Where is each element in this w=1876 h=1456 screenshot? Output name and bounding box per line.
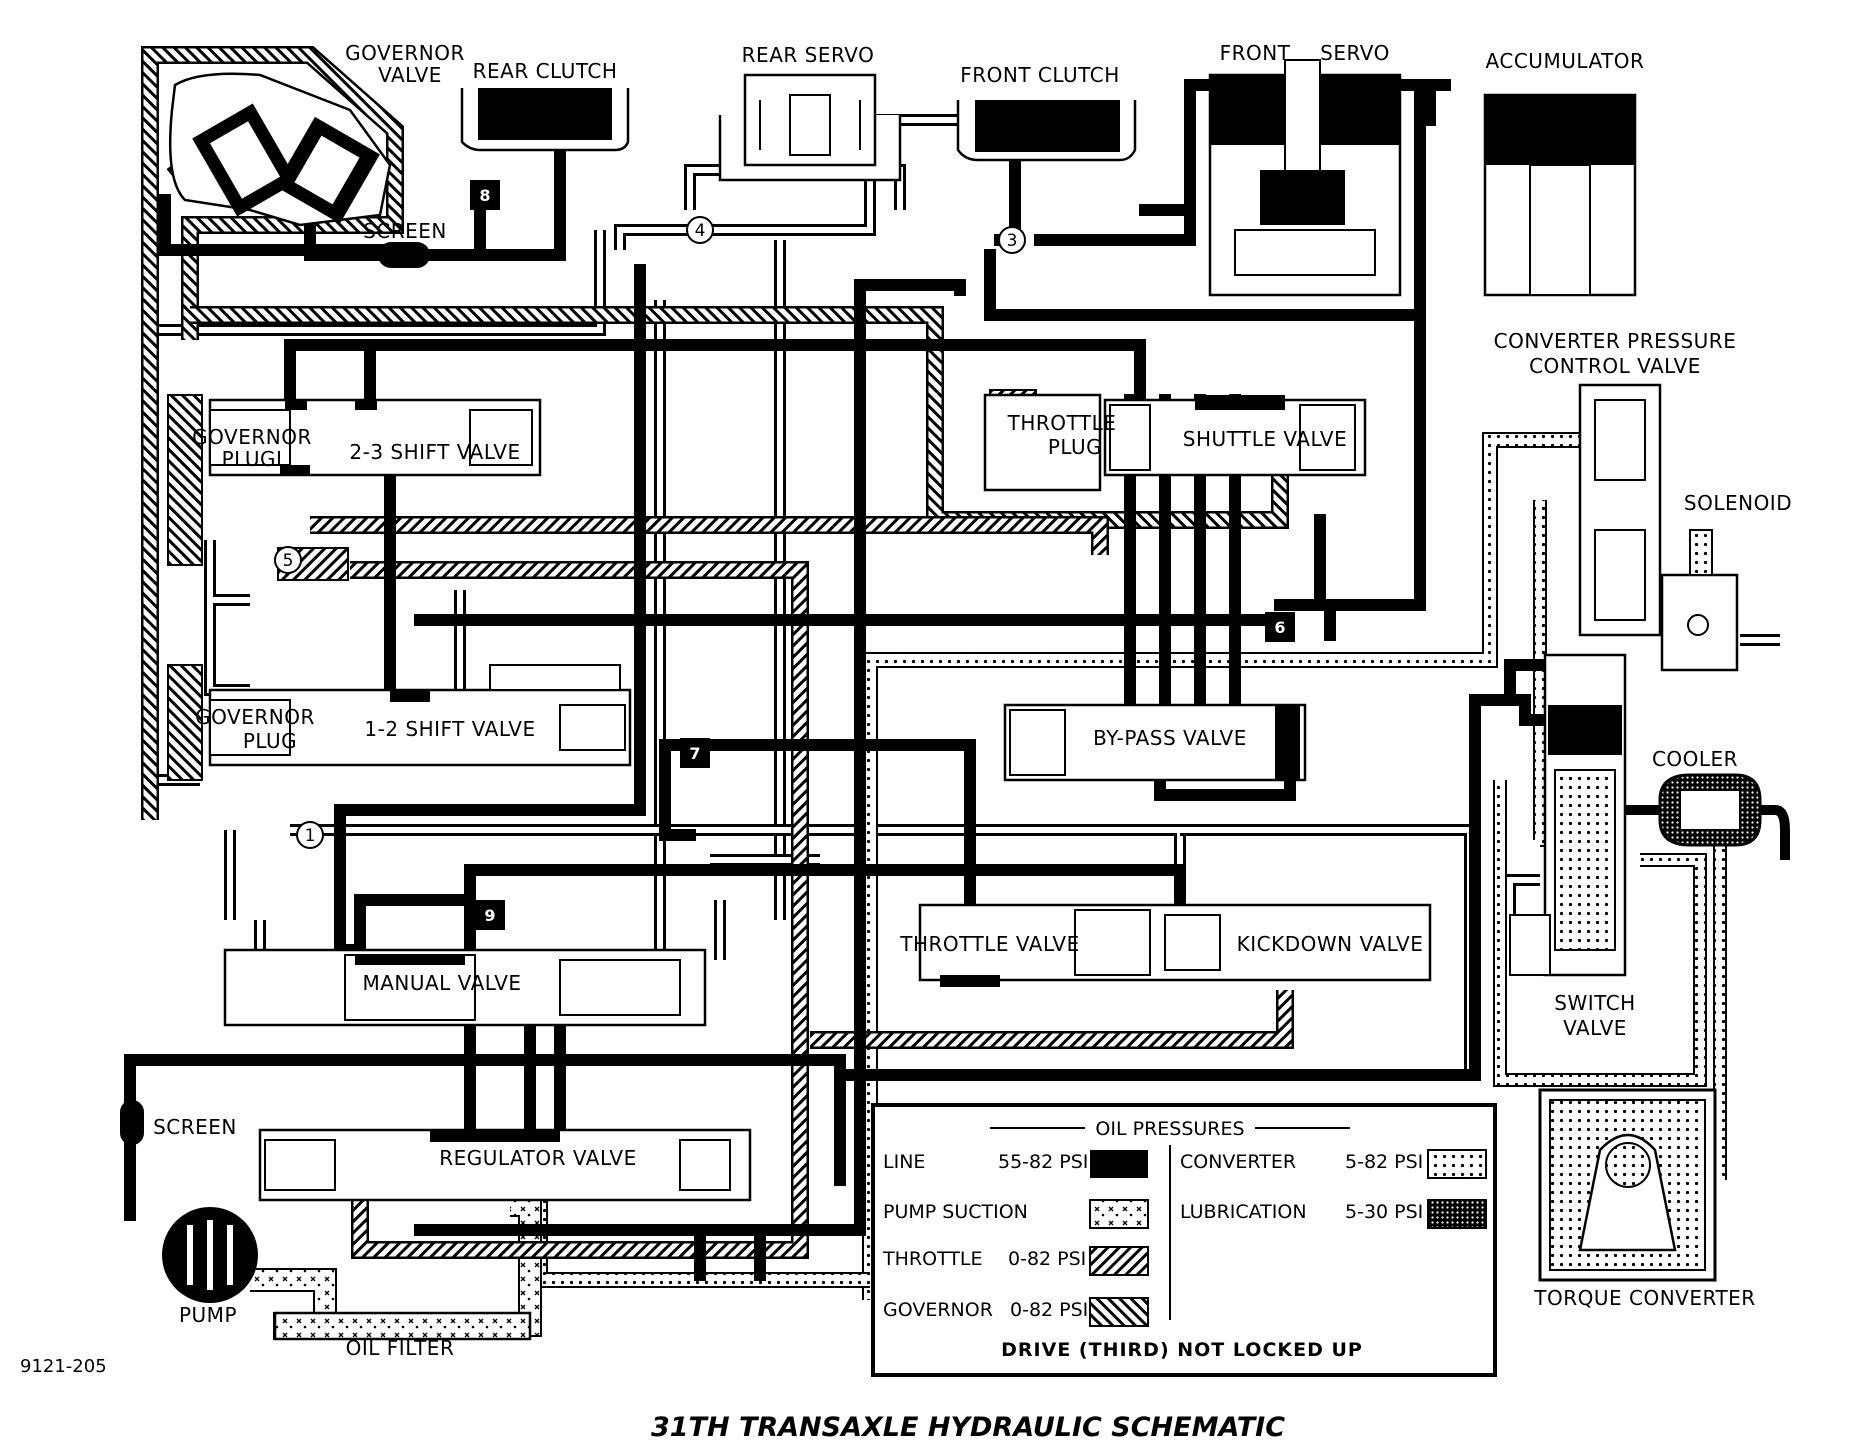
front-servo-label-1: FRONT [1220,41,1291,65]
front-clutch-label: FRONT CLUTCH [960,63,1119,87]
svg-text:0-82 PSI: 0-82 PSI [1010,1299,1088,1321]
shift-valve-2-3-label: 2-3 SHIFT VALVE [349,440,520,464]
bypass-valve-label: BY-PASS VALVE [1093,726,1247,750]
pump-label: PUMP [179,1303,237,1327]
rear-servo-label: REAR SERVO [742,43,875,67]
governor-valve-label-2: VALVE [378,63,442,87]
svg-text:55-82 PSI: 55-82 PSI [998,1151,1088,1173]
cpcv-label-2: CONTROL VALVE [1529,354,1701,378]
svg-text:3: 3 [1007,231,1018,251]
svg-text:LUBRICATION: LUBRICATION [1180,1201,1307,1223]
governor-plug-lower-label-1: GOVERNOR [195,705,315,729]
torque-converter-label: TORQUE CONVERTER [1533,1286,1755,1310]
svg-text:1: 1 [305,826,316,846]
check-ball-9: 9 [475,900,505,930]
svg-text:9: 9 [484,906,495,925]
accumulator-label: ACCUMULATOR [1486,49,1645,73]
solenoid-label: SOLENOID [1684,491,1792,515]
legend-item-lubrication: LUBRICATION 5-30 PSI [1180,1199,1487,1229]
svg-text:THROTTLE: THROTTLE [882,1248,983,1270]
cpcv-label-1: CONVERTER PRESSURE [1494,329,1737,353]
figure-code: 9121-205 [20,1356,107,1377]
throttle-plug-label-1: THROTTLE [1007,411,1117,435]
screen-top-label: SCREEN [363,219,447,243]
kickdown-valve-label: KICKDOWN VALVE [1237,932,1424,956]
throttle-valve-label: THROTTLE VALVE [899,932,1079,956]
svg-text:LINE: LINE [883,1151,925,1173]
legend: OIL PRESSURES LINE 55-82 PSI PUMP SUCTIO… [871,1103,1497,1377]
cooler-label: COOLER [1652,747,1738,771]
check-ball-8: 7 [680,738,710,768]
svg-text:0-82 PSI: 0-82 PSI [1008,1248,1086,1270]
legend-item-converter: CONVERTER 5-82 PSI [1180,1149,1487,1179]
check-ball-4: 4 [686,216,714,244]
mode-caption: DRIVE (THIRD) NOT LOCKED UP [1001,1339,1363,1361]
svg-text:PUMP SUCTION: PUMP SUCTION [883,1201,1028,1223]
governor-plug-lower-label-2: PLUG [243,729,297,753]
svg-text:CONVERTER: CONVERTER [1180,1151,1296,1173]
screen-bottom-label: SCREEN [153,1115,237,1139]
governor-valve-label-1: GOVERNOR [345,41,465,65]
governor-plug-upper-label-1: GOVERNOR [192,425,312,449]
manual-valve-label: MANUAL VALVE [362,971,521,995]
svg-text:8: 8 [479,186,490,205]
legend-item-governor: GOVERNOR 0-82 PSI [883,1297,1149,1327]
shuttle-valve-label: SHUTTLE VALVE [1183,427,1347,451]
legend-heading: OIL PRESSURES [1095,1118,1244,1140]
line-pressure-passages [124,79,1586,1281]
svg-text:7: 7 [689,744,700,763]
legend-item-throttle: THROTTLE 0-82 PSI [882,1246,1149,1276]
valve-bodies [120,59,1790,1341]
check-ball-1: 1 [296,821,324,849]
diagram-title: 31TH TRANSAXLE HYDRAULIC SCHEMATIC [651,1412,1285,1443]
legend-item-line: LINE 55-82 PSI [883,1150,1148,1178]
svg-text:5: 5 [283,551,294,571]
rear-clutch-label: REAR CLUTCH [473,59,618,83]
svg-text:GOVERNOR: GOVERNOR [883,1299,993,1321]
switch-valve-label-1: SWITCH [1554,991,1635,1015]
switch-valve-label-2: VALVE [1563,1016,1627,1040]
check-ball-6: 6 [1265,612,1295,642]
shift-valve-1-2-label: 1-2 SHIFT VALVE [364,717,535,741]
oil-filter-label: OIL FILTER [346,1336,455,1360]
component-labels: GOVERNOR VALVE REAR CLUTCH REAR SERVO FR… [153,41,1792,1360]
svg-text:5-30 PSI: 5-30 PSI [1345,1201,1423,1223]
svg-text:6: 6 [1274,618,1285,637]
governor-plug-upper-label-2: PLUGI [222,447,283,471]
check-ball-7: 8 [470,180,500,210]
check-balls: 8 4 3 5 6 7 1 9 [274,180,1295,930]
svg-text:4: 4 [695,221,706,241]
svg-text:5-82 PSI: 5-82 PSI [1345,1151,1423,1173]
check-ball-5: 5 [274,546,302,574]
front-servo-label-2: SERVO [1320,41,1390,65]
throttle-plug-label-2: PLUG [1048,435,1102,459]
regulator-valve-label: REGULATOR VALVE [439,1146,636,1170]
legend-item-pump-suction: PUMP SUCTION [883,1199,1149,1229]
check-ball-3: 3 [998,226,1026,254]
